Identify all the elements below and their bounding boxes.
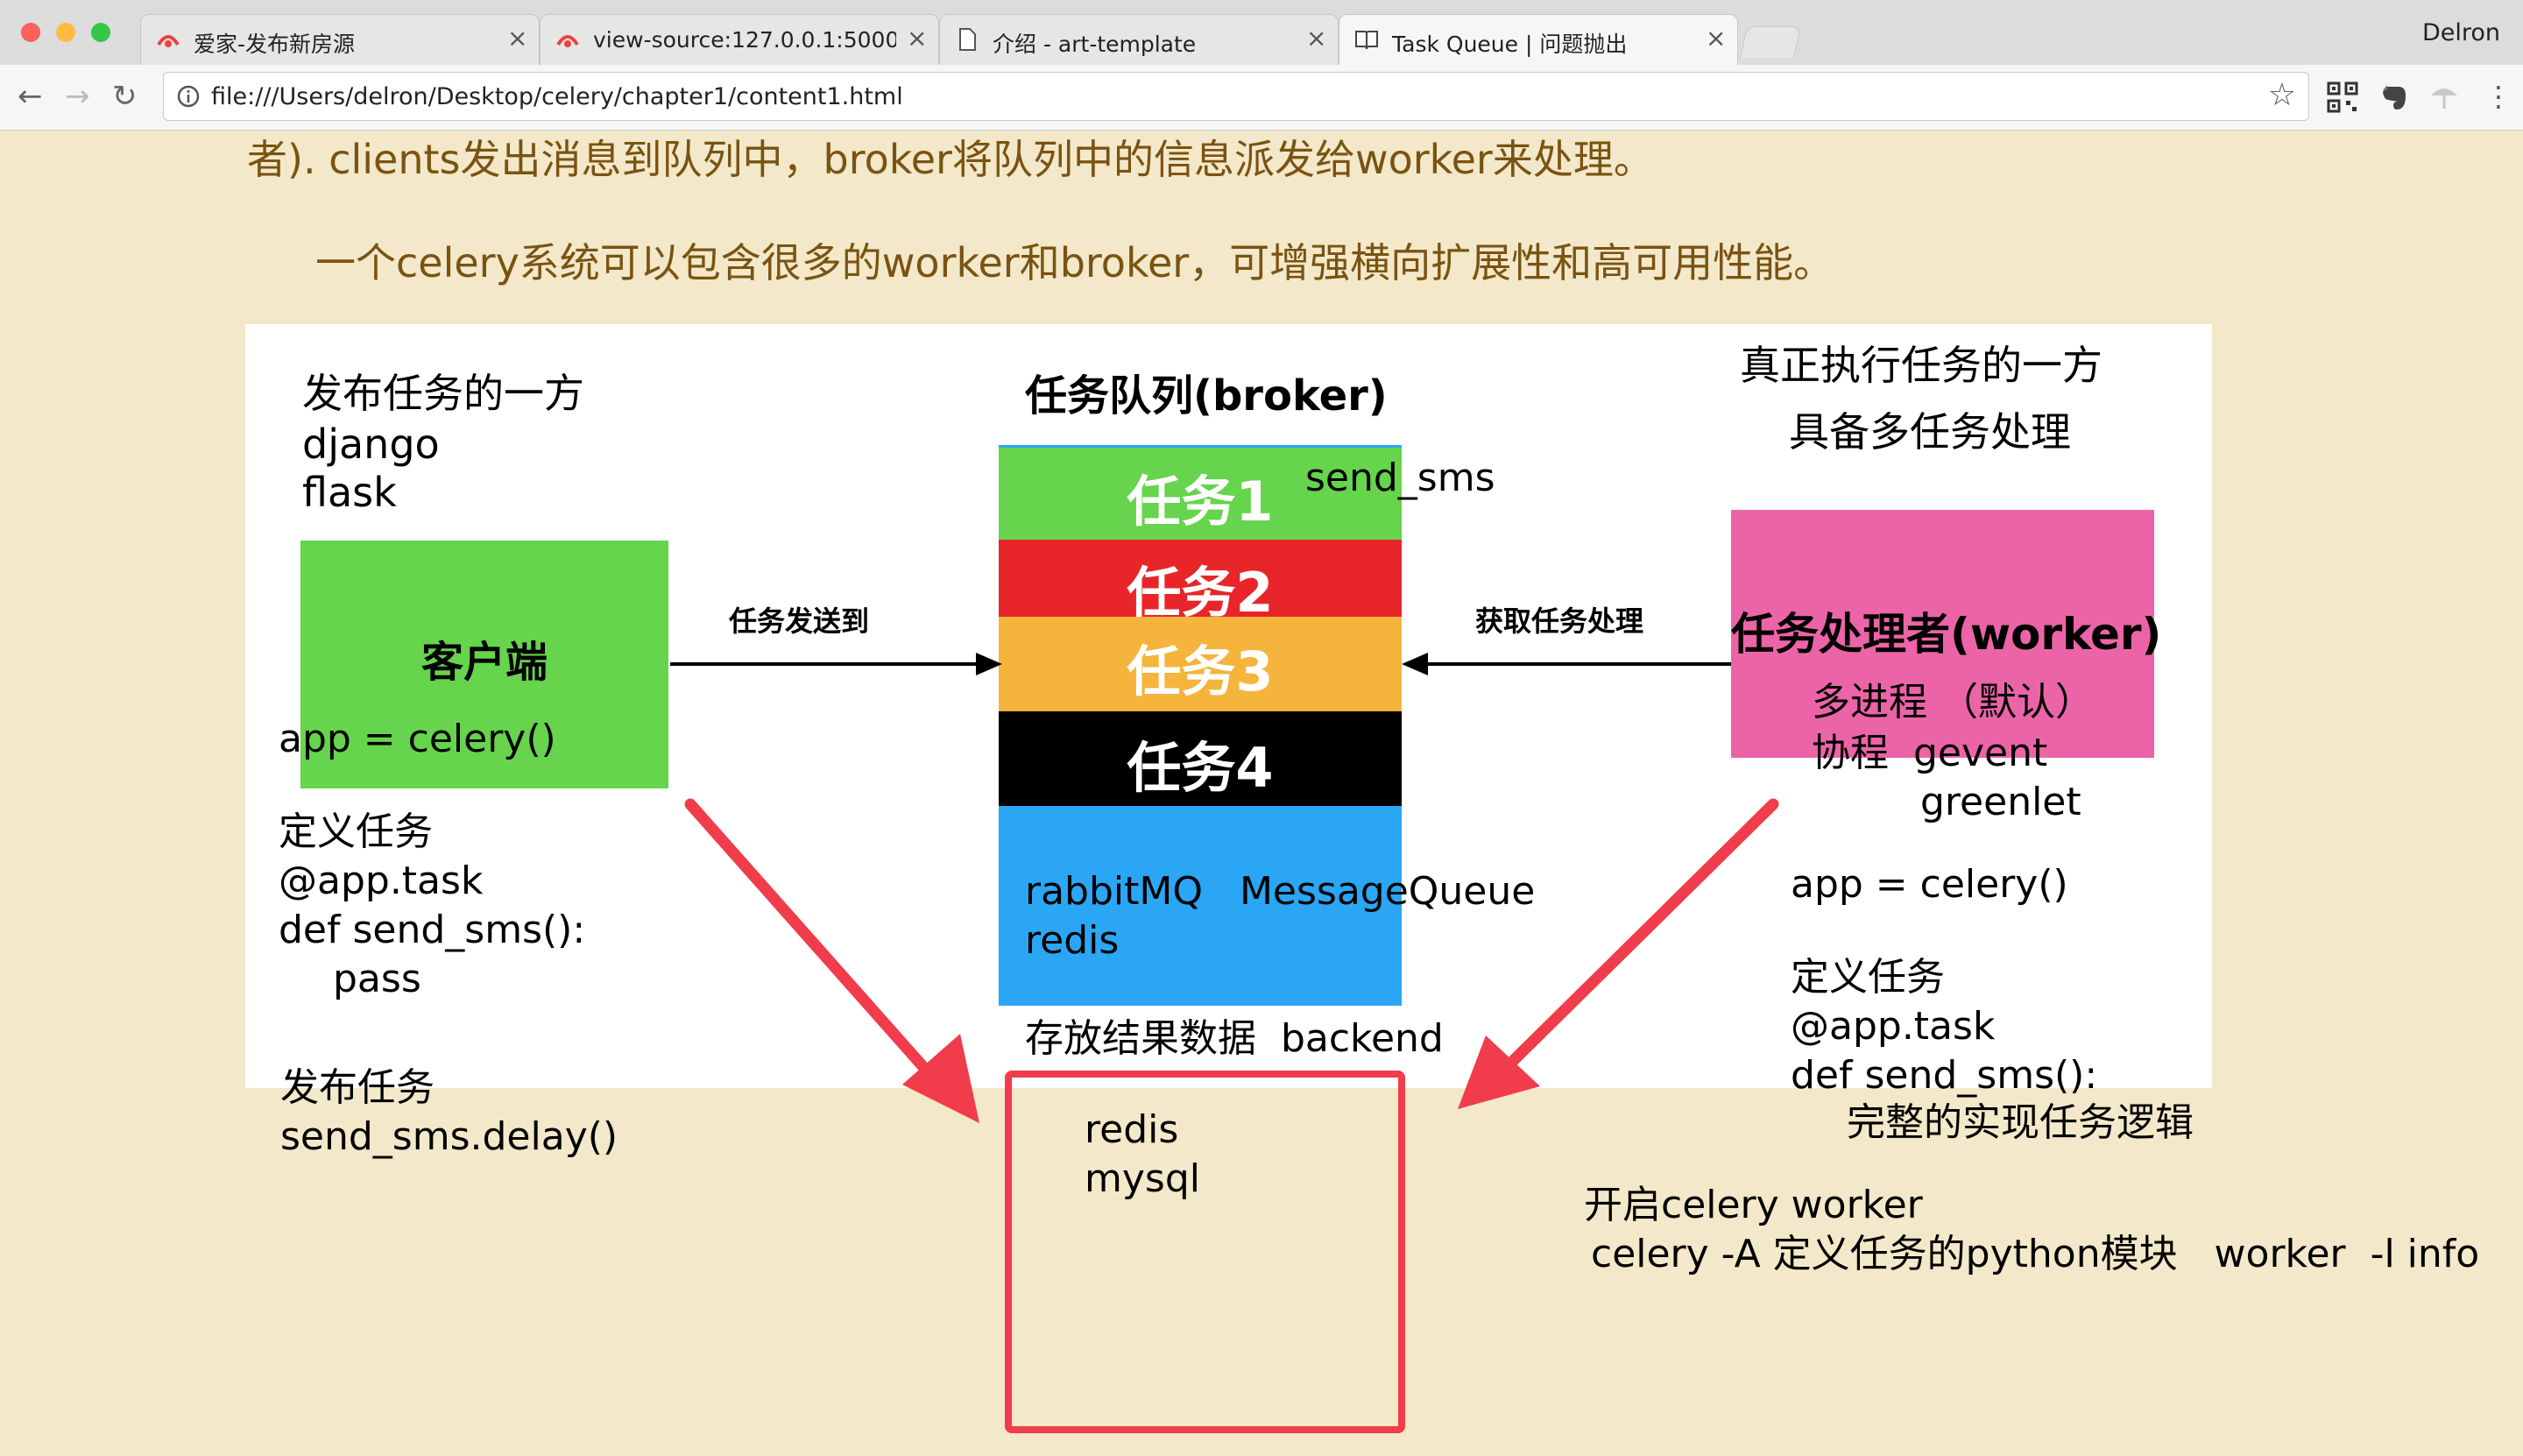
worker-start-title: 开启celery worker <box>1584 1183 1923 1227</box>
tab-aijia[interactable]: 爱家-发布新房源 × <box>140 14 540 65</box>
tab-title: 爱家-发布新房源 <box>194 32 356 57</box>
info-icon[interactable] <box>176 84 201 109</box>
client-define-code: @app.task <box>279 859 484 903</box>
task-block-3 <box>999 617 1402 711</box>
browser-toolbar: ← → ↻ file:///Users/delron/Desktop/celer… <box>0 65 2523 131</box>
minimize-window-button[interactable] <box>56 23 75 42</box>
worker-intro: 真正执行任务的一方 <box>1740 342 2102 389</box>
broker-storage-text: redis <box>1025 918 1120 963</box>
more-menu-icon[interactable]: ⋮ <box>2484 80 2512 113</box>
tab-task-queue[interactable]: Task Queue | 问题抛出 × <box>1339 14 1738 66</box>
paragraph-text: 一个celery系统可以包含很多的worker和broker，可增强横向扩展性和… <box>315 239 1834 286</box>
evernote-icon[interactable] <box>2379 81 2409 113</box>
maximize-window-button[interactable] <box>91 23 110 42</box>
publisher-framework: flask <box>302 469 397 516</box>
client-define-code: pass <box>333 957 421 1001</box>
tab-close-icon[interactable]: × <box>907 24 928 53</box>
reload-icon[interactable]: ↻ <box>112 79 138 114</box>
url-text: file:///Users/delron/Desktop/celery/chap… <box>211 83 903 110</box>
bookmark-star-icon[interactable]: ☆ <box>2267 77 2296 113</box>
task-block-1 <box>999 445 1402 540</box>
worker-start-command: celery -A 定义任务的python模块 worker -l info <box>1591 1232 2480 1276</box>
worker-label: 任务处理者(worker) <box>1731 609 2162 660</box>
worker-define-code: 完整的实现任务逻辑 <box>1847 1100 2194 1145</box>
tab-title: view-source:127.0.0.1:5000/ne <box>593 27 896 53</box>
result-arrow-right-icon <box>1458 798 1779 1109</box>
task-block-2 <box>999 540 1402 617</box>
worker-define-code: @app.task <box>1791 1004 1996 1049</box>
client-label: 客户端 <box>420 638 548 687</box>
title-bar: 爱家-发布新房源 × view-source:127.0.0.1:5000/ne… <box>0 0 2523 66</box>
new-tab-button[interactable] <box>1740 26 1801 58</box>
task-block-4 <box>999 711 1402 806</box>
forward-arrow-icon[interactable]: → <box>65 79 90 114</box>
backend-box <box>1005 1071 1405 1433</box>
tab-close-icon[interactable]: × <box>1306 24 1327 53</box>
broker-storage-text: rabbitMQ MessageQueue <box>1025 869 1536 914</box>
backend-store: redis <box>1085 1107 1179 1152</box>
client-define-title: 定义任务 <box>279 809 433 854</box>
client-app-code: app = celery() <box>279 717 556 761</box>
address-bar[interactable]: file:///Users/delron/Desktop/celery/chap… <box>163 72 2309 121</box>
tab-view-source[interactable]: view-source:127.0.0.1:5000/ne × <box>540 14 939 65</box>
paragraph-text: 者). clients发出消息到队列中，broker将队列中的信息派发给work… <box>247 136 1654 183</box>
aijia-logo-icon <box>157 35 180 47</box>
worker-mode: 协程 gevent <box>1812 731 2048 775</box>
worker-define-code: def send_sms(): <box>1791 1053 2098 1098</box>
task-label: 任务2 <box>1127 561 1274 625</box>
tab-close-icon[interactable]: × <box>507 24 528 53</box>
client-publish-title: 发布任务 <box>280 1065 435 1110</box>
worker-mode: greenlet <box>1920 780 2081 824</box>
aijia-logo-icon <box>556 35 579 47</box>
task-label: 任务1 <box>1127 470 1274 534</box>
book-icon <box>1355 31 1378 50</box>
close-window-button[interactable] <box>21 23 40 42</box>
arrow-fetch-label: 获取任务处理 <box>1475 604 1644 638</box>
worker-box <box>1731 510 2154 758</box>
document-icon <box>959 28 976 51</box>
fetch-arrow-icon <box>1402 653 1731 675</box>
publisher-framework: django <box>302 421 440 468</box>
backend-store: mysql <box>1085 1156 1200 1201</box>
arrow-send-label: 任务发送到 <box>729 604 870 638</box>
tab-title: Task Queue | 问题抛出 <box>1392 32 1628 57</box>
worker-intro: 具备多任务处理 <box>1789 408 2071 456</box>
broker-storage-block <box>999 806 1402 1006</box>
worker-app-code: app = celery() <box>1791 862 2068 907</box>
send-arrow-icon <box>670 653 1002 675</box>
tab-art-template[interactable]: 介绍 - art-template × <box>939 14 1339 65</box>
result-arrow-left-icon <box>684 798 979 1123</box>
task-label: 任务3 <box>1127 640 1274 703</box>
client-box <box>300 541 668 788</box>
client-define-code: def send_sms(): <box>279 908 586 952</box>
worker-define-title: 定义任务 <box>1791 955 1945 1000</box>
profile-name[interactable]: Delron <box>2421 19 2500 46</box>
tab-title: 介绍 - art-template <box>993 32 1197 57</box>
publisher-title: 发布任务的一方 <box>302 370 584 417</box>
task-note: send_sms <box>1305 456 1495 500</box>
task-label: 任务4 <box>1127 736 1274 800</box>
back-arrow-icon[interactable]: ← <box>18 79 43 114</box>
extension-icon[interactable] <box>2428 81 2460 113</box>
backend-label: 存放结果数据 backend <box>1025 1016 1444 1061</box>
broker-title: 任务队列(broker) <box>1025 371 1388 421</box>
tab-close-icon[interactable]: × <box>1706 24 1727 53</box>
worker-mode: 多进程 （默认） <box>1812 680 2094 724</box>
client-publish-code: send_sms.delay() <box>280 1114 618 1159</box>
qr-code-icon[interactable] <box>2327 81 2358 113</box>
